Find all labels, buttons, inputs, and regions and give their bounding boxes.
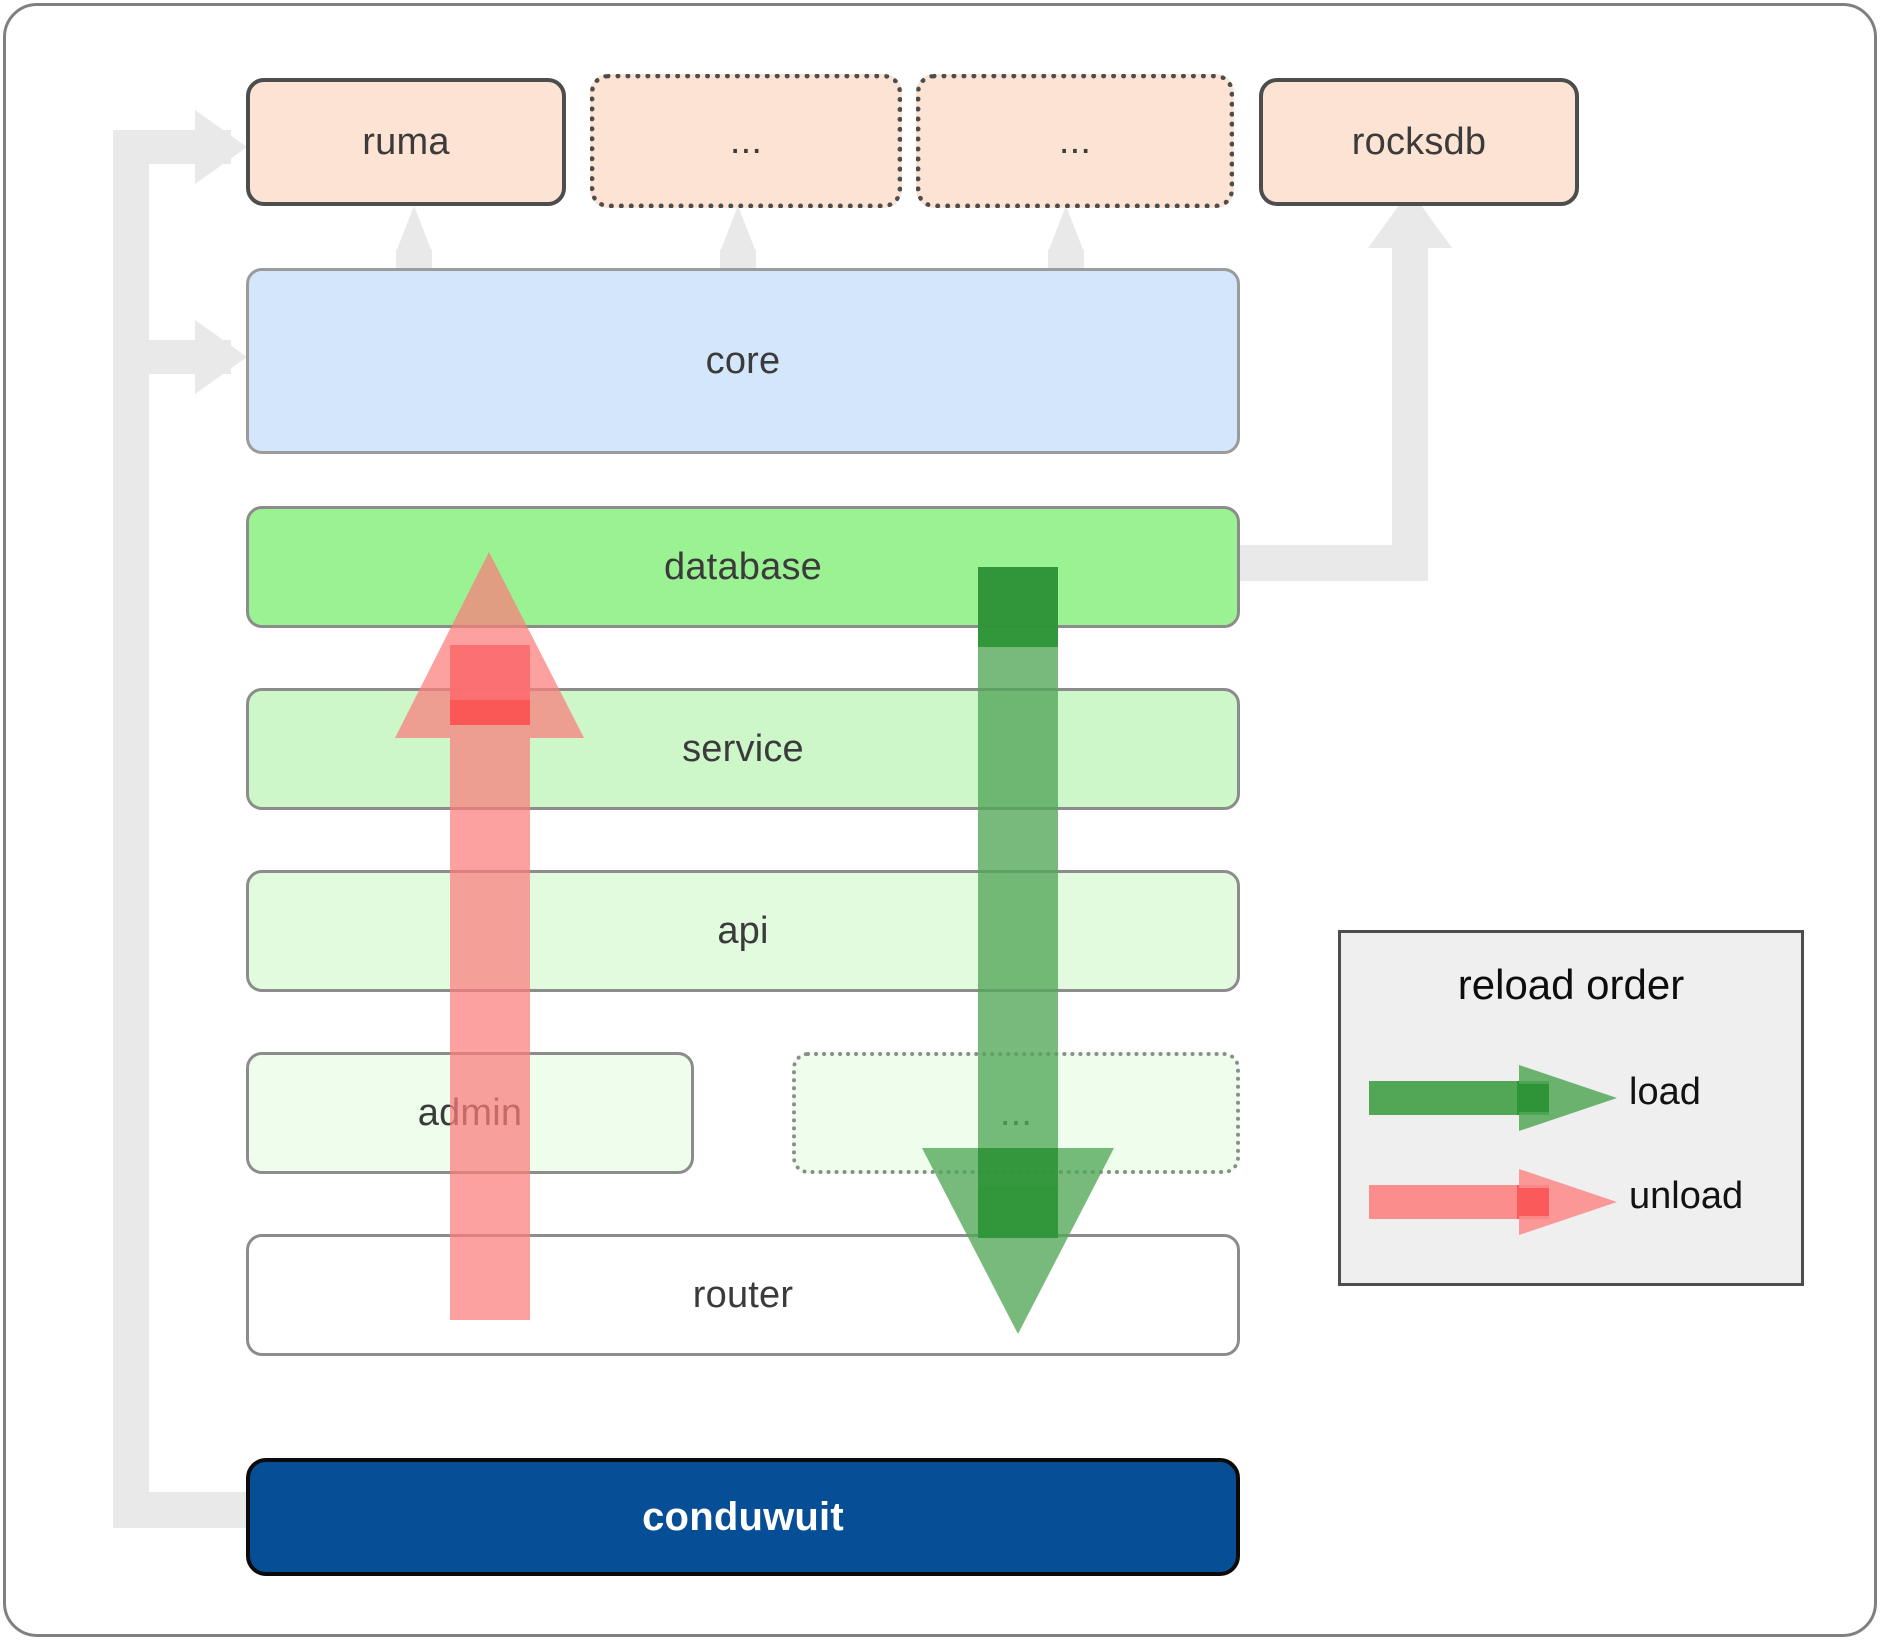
unload-arrow-icon: [1369, 1169, 1617, 1235]
diagram-frame: [3, 3, 1877, 1637]
legend-row-unload: unload: [1341, 1163, 1801, 1243]
node-dep-ellipsis-1-label: ...: [729, 119, 763, 162]
load-arrow-icon: [1369, 1065, 1617, 1131]
legend-reload-order: reload order load unload: [1338, 930, 1804, 1286]
node-ruma-label: ruma: [362, 120, 450, 163]
node-admin[interactable]: admin: [246, 1052, 694, 1174]
node-dep-ellipsis-2[interactable]: ...: [916, 74, 1234, 208]
node-core-label: core: [705, 339, 781, 382]
legend-title: reload order: [1457, 961, 1685, 1008]
node-core[interactable]: core: [246, 268, 1240, 454]
node-ruma[interactable]: ruma: [246, 78, 566, 206]
node-rocksdb[interactable]: rocksdb: [1259, 78, 1579, 206]
node-admin-label: admin: [417, 1091, 523, 1134]
legend-row-load: load: [1341, 1059, 1801, 1139]
node-api[interactable]: api: [246, 870, 1240, 992]
legend-load-label: load: [1629, 1071, 1701, 1113]
node-dep-ellipsis-1[interactable]: ...: [590, 74, 902, 208]
node-service-label: service: [682, 727, 804, 770]
node-conduwuit-label: conduwuit: [642, 1494, 844, 1539]
node-rocksdb-label: rocksdb: [1351, 120, 1487, 163]
node-database[interactable]: database: [246, 506, 1240, 628]
legend-unload-label: unload: [1629, 1175, 1744, 1217]
node-layer-ellipsis-label: ...: [999, 1091, 1033, 1134]
node-dep-ellipsis-2-label: ...: [1058, 119, 1092, 162]
node-api-label: api: [717, 909, 769, 952]
node-conduwuit[interactable]: conduwuit: [246, 1458, 1240, 1576]
node-router-label: router: [692, 1273, 794, 1316]
node-service[interactable]: service: [246, 688, 1240, 810]
node-router[interactable]: router: [246, 1234, 1240, 1356]
node-database-label: database: [664, 545, 822, 588]
node-layer-ellipsis[interactable]: ...: [792, 1052, 1240, 1174]
